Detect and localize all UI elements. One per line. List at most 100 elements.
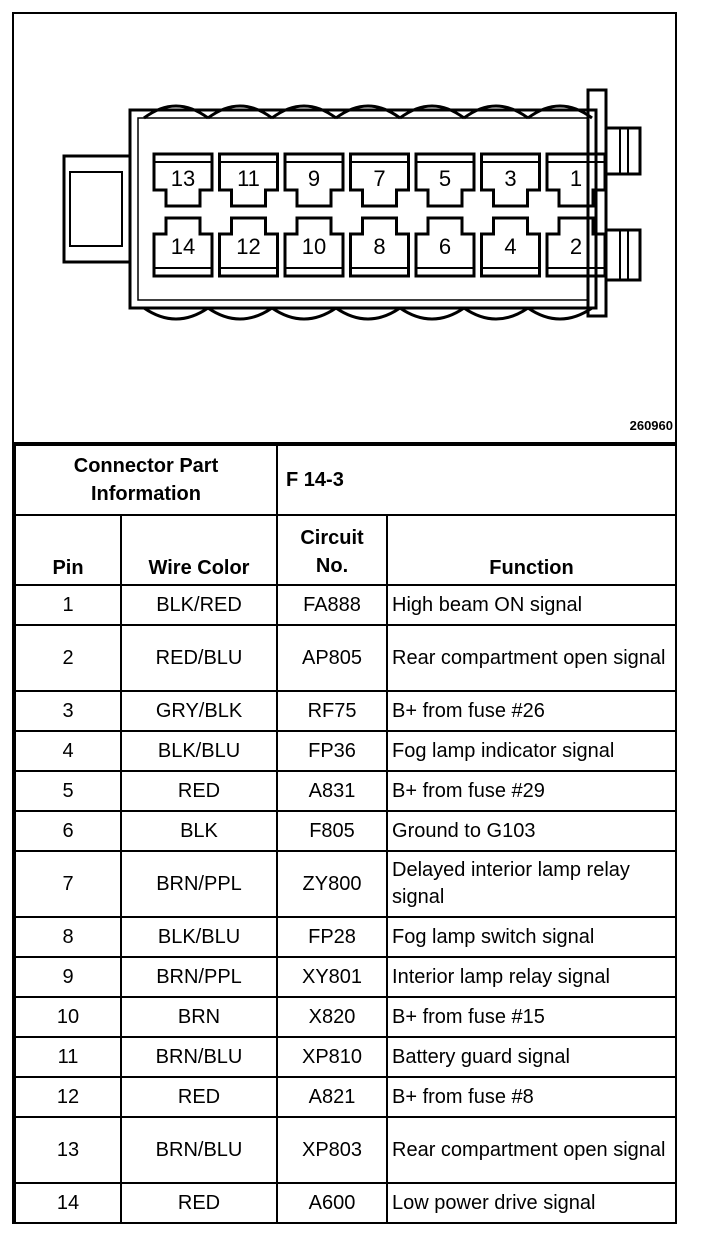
pin-cavity-13: 13	[152, 152, 214, 208]
pin-number-label: 9	[308, 166, 320, 191]
pin-number-label: 8	[373, 234, 385, 259]
wire-color-cell: RED	[119, 770, 279, 812]
header-row: Pin Wire Color Circuit No. Function	[14, 514, 678, 586]
connector-part-label: Connector Part Information	[13, 444, 279, 516]
circuit-cell: A600	[276, 1182, 389, 1224]
wire-color-cell: BRN/PPL	[119, 850, 279, 918]
body-scallop-top	[143, 104, 209, 120]
wire-color-cell: RED	[119, 1076, 279, 1118]
circuit-cell: RF75	[276, 690, 389, 732]
body-scallop-top	[399, 104, 465, 120]
pin-number-label: 10	[302, 234, 326, 259]
circuit-cell: XP810	[276, 1036, 389, 1078]
function-cell: B+ from fuse #26	[386, 690, 678, 732]
circuit-cell: A831	[276, 770, 389, 812]
pin-cell: 1	[14, 584, 122, 626]
function-cell: B+ from fuse #29	[386, 770, 678, 812]
header-pin: Pin	[14, 514, 122, 586]
pin-cavity-8: 8	[349, 216, 410, 278]
function-cell: Battery guard signal	[386, 1036, 678, 1078]
pinout-table: Connector Part Information F 14-3 Pin Wi…	[13, 444, 678, 1224]
body-scallop-top	[271, 104, 337, 120]
body-scallop-bottom	[399, 306, 465, 321]
key-bottom	[604, 228, 642, 282]
pin-number-label: 14	[171, 234, 195, 259]
circuit-cell: AP805	[276, 624, 389, 692]
body-scallop-bottom	[143, 306, 209, 321]
wire-color-cell: BRN/PPL	[119, 956, 279, 998]
circuit-cell: FA888	[276, 584, 389, 626]
circuit-cell: XY801	[276, 956, 389, 998]
pin-cell: 2	[14, 624, 122, 692]
pin-cavity-5: 5	[414, 152, 476, 208]
pin-cell: 12	[14, 1076, 122, 1118]
pin-number-label: 13	[171, 166, 195, 191]
body-scallop-bottom	[335, 306, 401, 321]
pin-cavity-1: 1	[545, 152, 607, 208]
wire-color-cell: BLK/BLU	[119, 916, 279, 958]
function-cell: Ground to G103	[386, 810, 678, 852]
pin-number-label: 6	[439, 234, 451, 259]
function-cell: B+ from fuse #8	[386, 1076, 678, 1118]
pin-number-label: 12	[236, 234, 260, 259]
pin-cell: 14	[14, 1182, 122, 1224]
wire-color-cell: BLK/RED	[119, 584, 279, 626]
function-cell: B+ from fuse #15	[386, 996, 678, 1038]
header-circuit-no: Circuit No.	[276, 514, 389, 586]
wire-color-cell: BRN	[119, 996, 279, 1038]
pin-cell: 10	[14, 996, 122, 1038]
body-scallop-top	[335, 104, 401, 120]
function-cell: Delayed interior lamp relay signal	[386, 850, 678, 918]
connector-flange	[586, 88, 608, 318]
pin-cavity-14: 14	[152, 216, 214, 278]
body-scallop-top	[527, 104, 593, 120]
body-scallop-top	[463, 104, 529, 120]
function-cell: Rear compartment open signal	[386, 1116, 678, 1184]
pin-cavity-4: 4	[480, 216, 541, 278]
pin-number-label: 7	[373, 166, 385, 191]
body-scallop-bottom	[207, 306, 273, 321]
wire-color-cell: BRN/BLU	[119, 1116, 279, 1184]
circuit-cell: FP28	[276, 916, 389, 958]
pin-cell: 5	[14, 770, 122, 812]
function-cell: Fog lamp switch signal	[386, 916, 678, 958]
wire-color-cell: RED/BLU	[119, 624, 279, 692]
wire-color-cell: RED	[119, 1182, 279, 1224]
wire-color-cell: BLK	[119, 810, 279, 852]
pin-cell: 3	[14, 690, 122, 732]
wire-color-cell: BRN/BLU	[119, 1036, 279, 1078]
circuit-cell: FP36	[276, 730, 389, 772]
body-scallop-bottom	[271, 306, 337, 321]
pin-cell: 4	[14, 730, 122, 772]
key-top	[604, 126, 642, 176]
connector-info-row: Connector Part Information F 14-3	[13, 444, 678, 516]
function-cell: Low power drive signal	[386, 1182, 678, 1224]
pin-cell: 11	[14, 1036, 122, 1078]
wire-color-cell: GRY/BLK	[119, 690, 279, 732]
pin-cell: 13	[14, 1116, 122, 1184]
circuit-cell: A821	[276, 1076, 389, 1118]
pin-cavity-6: 6	[414, 216, 476, 278]
connector-body-inner	[137, 117, 589, 301]
pin-number-label: 4	[504, 234, 516, 259]
circuit-cell: F805	[276, 810, 389, 852]
pin-cavity-7: 7	[349, 152, 410, 208]
header-function: Function	[386, 514, 678, 586]
connector-body	[128, 108, 598, 310]
header-wire-color: Wire Color	[119, 514, 279, 586]
